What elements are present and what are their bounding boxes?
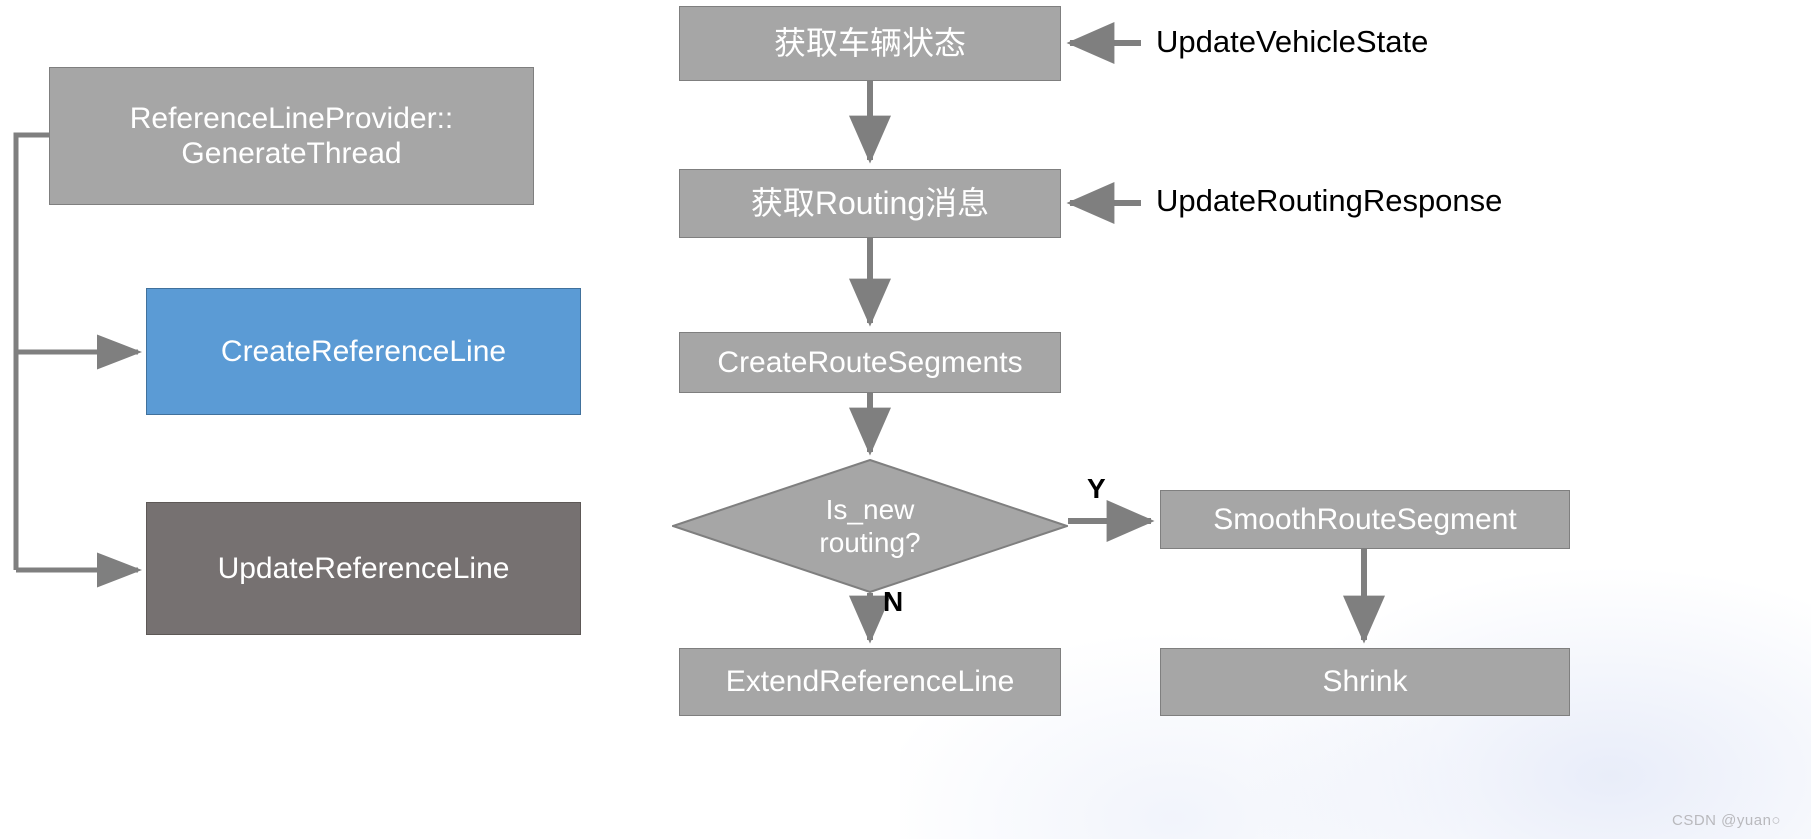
node-is-new-routing-decision[interactable]: Is_new routing? <box>672 459 1068 593</box>
node-update-reference-line[interactable]: UpdateReferenceLine <box>146 502 581 635</box>
label-update-vehicle-state: UpdateVehicleState <box>1156 24 1429 59</box>
node-smooth-route-segment[interactable]: SmoothRouteSegment <box>1160 490 1570 549</box>
node-get-routing-message[interactable]: 获取Routing消息 <box>679 169 1061 238</box>
node-generate-thread[interactable]: ReferenceLineProvider:: GenerateThread <box>49 67 534 205</box>
node-create-route-segments[interactable]: CreateRouteSegments <box>679 332 1061 393</box>
csdn-watermark: CSDN @yuan○ <box>1672 812 1781 829</box>
diamond-shape-icon <box>672 459 1068 593</box>
decision-label: Is_new routing? <box>819 493 921 558</box>
edge-label-no: N <box>883 586 904 617</box>
node-get-vehicle-state[interactable]: 获取车辆状态 <box>679 6 1061 81</box>
edge-label-yes: Y <box>1087 473 1106 504</box>
node-shrink[interactable]: Shrink <box>1160 648 1570 716</box>
label-update-routing-response: UpdateRoutingResponse <box>1156 183 1503 218</box>
node-extend-reference-line[interactable]: ExtendReferenceLine <box>679 648 1061 716</box>
node-create-reference-line[interactable]: CreateReferenceLine <box>146 288 581 415</box>
